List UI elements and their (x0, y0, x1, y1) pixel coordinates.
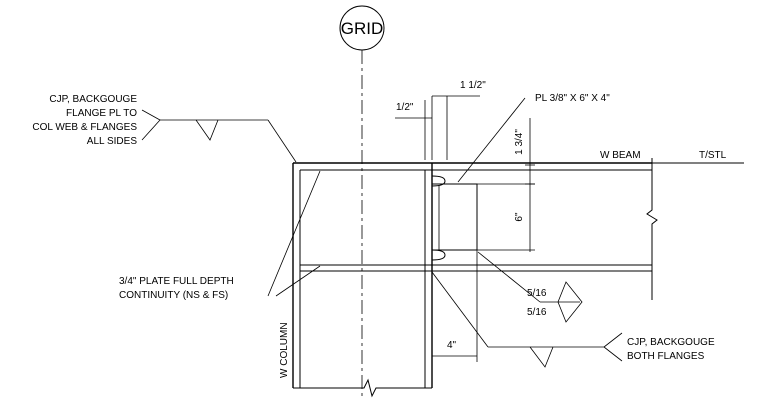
continuity-plate-note: 3/4" PLATE FULL DEPTH CONTINUITY (NS & F… (119, 170, 321, 301)
cjp-flange-line-2: FLANGE PL TO (66, 108, 137, 119)
cjp-both-line-1: CJP, BACKGOUGE (627, 337, 715, 348)
dim-gap-width: 1 1/2" (460, 80, 486, 91)
beam-label: W BEAM (600, 150, 641, 161)
dim-plate-length: 4" (447, 340, 457, 351)
cjp-flange-note: CJP, BACKGOUGE FLANGE PL TO COL WEB & FL… (32, 94, 297, 163)
cjp-both-arrow (431, 271, 489, 348)
dim-gap-offset: 1/2" (396, 102, 414, 113)
continuity-leader-2 (275, 265, 321, 297)
column-label: W COLUMN (279, 322, 290, 378)
continuity-line-1: 3/4" PLATE FULL DEPTH (119, 276, 234, 287)
shear-plate (431, 183, 478, 251)
column: W COLUMN (279, 163, 433, 398)
dim-plate-top-offset: 1 3/4" (514, 129, 525, 155)
cjp-flange-line-1: CJP, BACKGOUGE (49, 94, 137, 105)
shear-plate-callout: PL 3/8" X 6" X 4" (457, 93, 610, 183)
cjp-both-line-2: BOTH FLANGES (627, 351, 705, 362)
shear-plate-leader (457, 97, 526, 183)
bottom-flange (300, 264, 652, 272)
column-break-line (293, 378, 432, 398)
cjp-flange-weld-symbol (195, 119, 219, 141)
fillet-weld-symbol: 5/16 5/16 (477, 251, 583, 323)
cjp-both-tail (603, 332, 623, 362)
top-flange: T/STL W BEAM (293, 150, 744, 171)
beam-break-line (646, 158, 658, 300)
weld-fillet-both (557, 281, 583, 323)
cjp-both-flanges-note: CJP, BACKGOUGE BOTH FLANGES (431, 271, 715, 368)
dim-plate-length-group: 4" (432, 250, 478, 362)
weld-size-top: 5/16 (527, 288, 547, 299)
top-of-steel-label: T/STL (699, 150, 727, 161)
cjp-flange-arrow (267, 119, 297, 163)
cope-hole-bottom (431, 249, 446, 261)
cope-hole-top (431, 175, 446, 187)
dim-gap: 1 1/2" 1/2" (395, 80, 486, 160)
dim-plate-depth: 6" (514, 212, 525, 222)
shear-plate-note: PL 3/8" X 6" X 4" (535, 93, 610, 104)
dim-vertical: 1 3/4" 6" (477, 118, 535, 252)
cjp-flange-tail (141, 109, 161, 141)
grid-label: GRID (341, 19, 384, 38)
grid-marker: GRID (339, 5, 385, 400)
continuity-line-2: CONTINUITY (NS & FS) (119, 290, 228, 301)
cjp-flange-line-4: ALL SIDES (87, 136, 138, 147)
cjp-flange-line-3: COL WEB & FLANGES (32, 122, 137, 133)
weld-arrow (477, 251, 541, 303)
cjp-both-weld-symbol (529, 346, 554, 368)
continuity-leader-1 (267, 170, 321, 297)
weld-size-bottom: 5/16 (527, 307, 547, 318)
